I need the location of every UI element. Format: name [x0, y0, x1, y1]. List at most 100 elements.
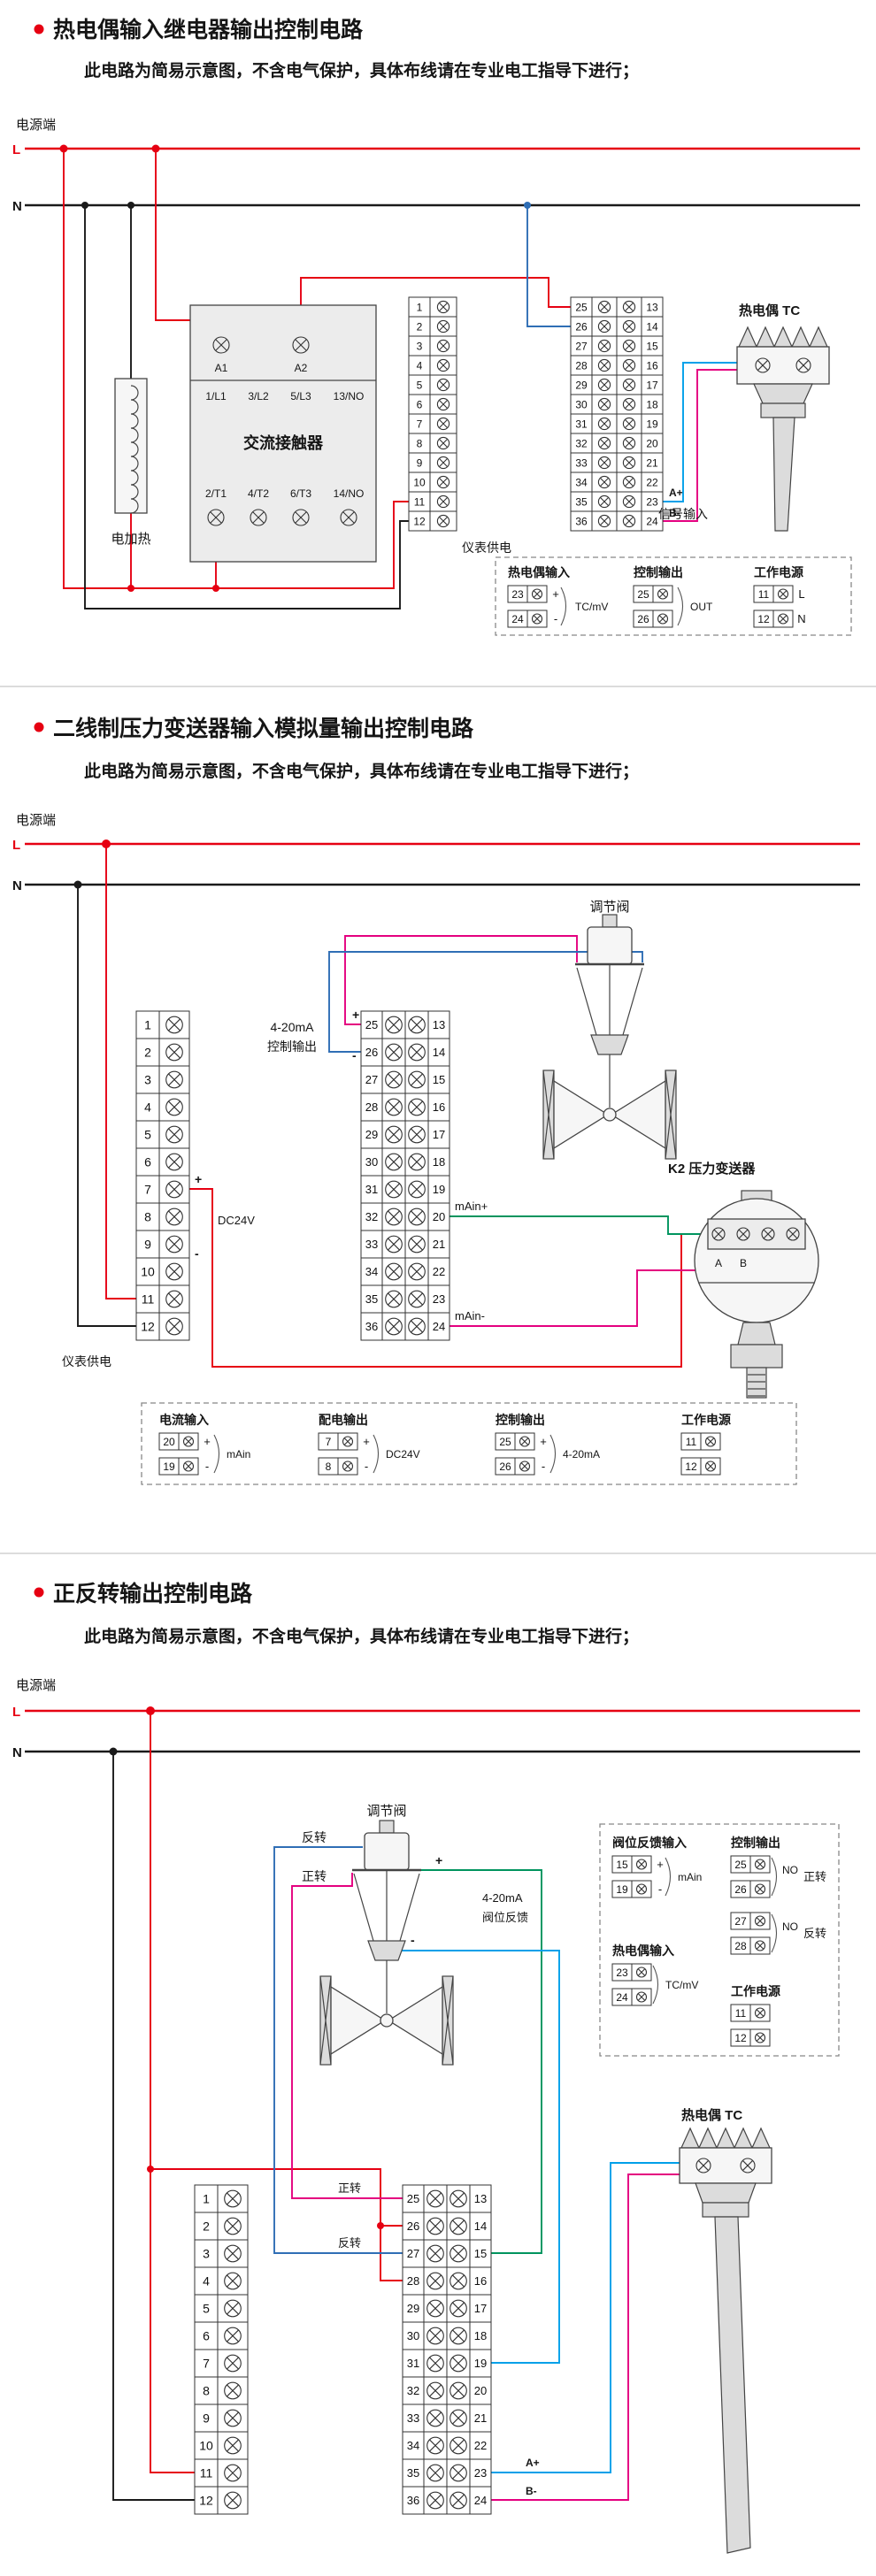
svg-text:+: +: [204, 1435, 211, 1448]
svg-text:32: 32: [365, 1210, 378, 1223]
bracket: [549, 1434, 557, 1474]
svg-text:13: 13: [433, 1018, 445, 1031]
legend-tag: DC24V: [386, 1448, 420, 1460]
output-label-2: 控制输出: [267, 1039, 317, 1054]
legend-terminal: 25: [633, 585, 673, 603]
svg-text:36: 36: [365, 1320, 378, 1333]
wire-transmitter-return: [450, 1215, 736, 1235]
svg-text:33: 33: [365, 1238, 378, 1251]
screw-icon: [292, 509, 310, 526]
meter-supply-label: 仪表供电: [462, 540, 511, 555]
svg-text:8: 8: [144, 1210, 151, 1224]
legend-tag: OUT: [690, 601, 713, 613]
svg-text:N: N: [797, 612, 805, 625]
transmitter-neck: [737, 1322, 776, 1346]
svg-text:24: 24: [511, 613, 524, 625]
label-N: N: [12, 199, 22, 214]
contactor-bottom-terminal: 4/T2: [248, 487, 269, 500]
transmitter-thread: [746, 1367, 767, 1399]
transmitter-terminal-block: [707, 1218, 806, 1250]
tc-hex-nut: [760, 402, 806, 418]
coil-terminal-a2: A2: [295, 362, 308, 374]
svg-text:6: 6: [144, 1155, 151, 1169]
svg-text:12: 12: [199, 2494, 213, 2508]
svg-text:35: 35: [407, 2466, 419, 2480]
bracket: [373, 1434, 380, 1474]
svg-text:27: 27: [365, 1073, 378, 1086]
svg-text:17: 17: [474, 2302, 487, 2315]
svg-text:12: 12: [141, 1320, 155, 1334]
label-L: L: [12, 142, 20, 157]
tc-terminal-block: [679, 2147, 772, 2184]
contactor-top-terminal: 3/L2: [248, 390, 269, 402]
thermocouple: 热电偶 TC: [736, 303, 830, 532]
svg-text:1: 1: [144, 1018, 151, 1032]
svg-text:30: 30: [575, 398, 588, 410]
screw-icon: [340, 509, 357, 526]
legend-terminal: 24: [611, 1988, 652, 2006]
legend-group-title: 工作电源: [754, 565, 803, 579]
screw-icon: [786, 1227, 800, 1241]
svg-text:9: 9: [417, 456, 423, 469]
valve-actuator: [587, 926, 633, 965]
svg-text:14: 14: [646, 320, 658, 333]
power-terminal-label: 电源端: [16, 118, 56, 133]
svg-text:3: 3: [203, 2247, 210, 2261]
svg-text:22: 22: [646, 476, 658, 488]
junction-dot: [81, 202, 88, 209]
svg-text:21: 21: [474, 2411, 487, 2425]
svg-text:13: 13: [474, 2192, 487, 2205]
svg-text:9: 9: [203, 2411, 210, 2426]
svg-text:25: 25: [499, 1436, 511, 1448]
legend-terminal: 26-: [495, 1457, 545, 1476]
svg-text:14: 14: [433, 1046, 445, 1059]
svg-text:31: 31: [575, 418, 588, 430]
valve-label: 调节阀: [589, 900, 629, 915]
svg-text:34: 34: [365, 1265, 378, 1278]
wire-live-main: [63, 149, 409, 589]
legend-terminal: 11: [680, 1432, 721, 1451]
svg-text:16: 16: [433, 1100, 445, 1114]
legend-group-title: 配电输出: [319, 1413, 368, 1427]
svg-text:34: 34: [575, 476, 588, 488]
thermocouple-label: 热电偶 TC: [681, 2107, 742, 2123]
svg-text:25: 25: [575, 301, 588, 313]
legend-group-title: 热电偶输入: [612, 1944, 674, 1958]
svg-text:+: +: [657, 1858, 664, 1871]
screw-icon: [711, 1227, 726, 1241]
legend-tag: mAin: [678, 1871, 702, 1883]
legend-terminal: 26: [730, 1880, 771, 1898]
svg-text:22: 22: [474, 2439, 487, 2452]
tc-flange: [695, 2182, 757, 2204]
svg-text:1: 1: [203, 2192, 210, 2206]
svg-text:+: +: [552, 587, 559, 601]
legend-terminal: 28: [730, 1936, 771, 1955]
svg-text:33: 33: [407, 2411, 419, 2425]
legend-group-title: 电流输入: [159, 1413, 209, 1427]
svg-text:7: 7: [326, 1436, 332, 1448]
svg-text:2: 2: [144, 1046, 151, 1060]
junction-dot: [377, 2222, 384, 2229]
svg-text:-: -: [365, 1460, 368, 1473]
legend-terminal: 15+: [611, 1855, 664, 1874]
legend-terminal: 7+: [318, 1432, 370, 1451]
junction-dot: [146, 1706, 155, 1715]
svg-text:11: 11: [735, 2007, 747, 2020]
svg-text:28: 28: [407, 2274, 419, 2288]
svg-text:28: 28: [575, 359, 588, 372]
transmitter-terminal-b: B: [740, 1257, 747, 1269]
thermocouple-label: 热电偶 TC: [739, 303, 800, 318]
valve-body-left: [330, 1985, 387, 2056]
valve-actuator: [364, 1832, 410, 1871]
svg-text:26: 26: [734, 1883, 747, 1896]
legend-tag: TC/mV: [665, 1979, 698, 1991]
svg-text:32: 32: [575, 437, 588, 449]
screw-icon: [795, 357, 811, 373]
label-N: N: [12, 878, 22, 893]
svg-text:25: 25: [734, 1859, 747, 1871]
tc-flange: [753, 383, 813, 404]
legend-terminal: 23+: [507, 585, 559, 603]
